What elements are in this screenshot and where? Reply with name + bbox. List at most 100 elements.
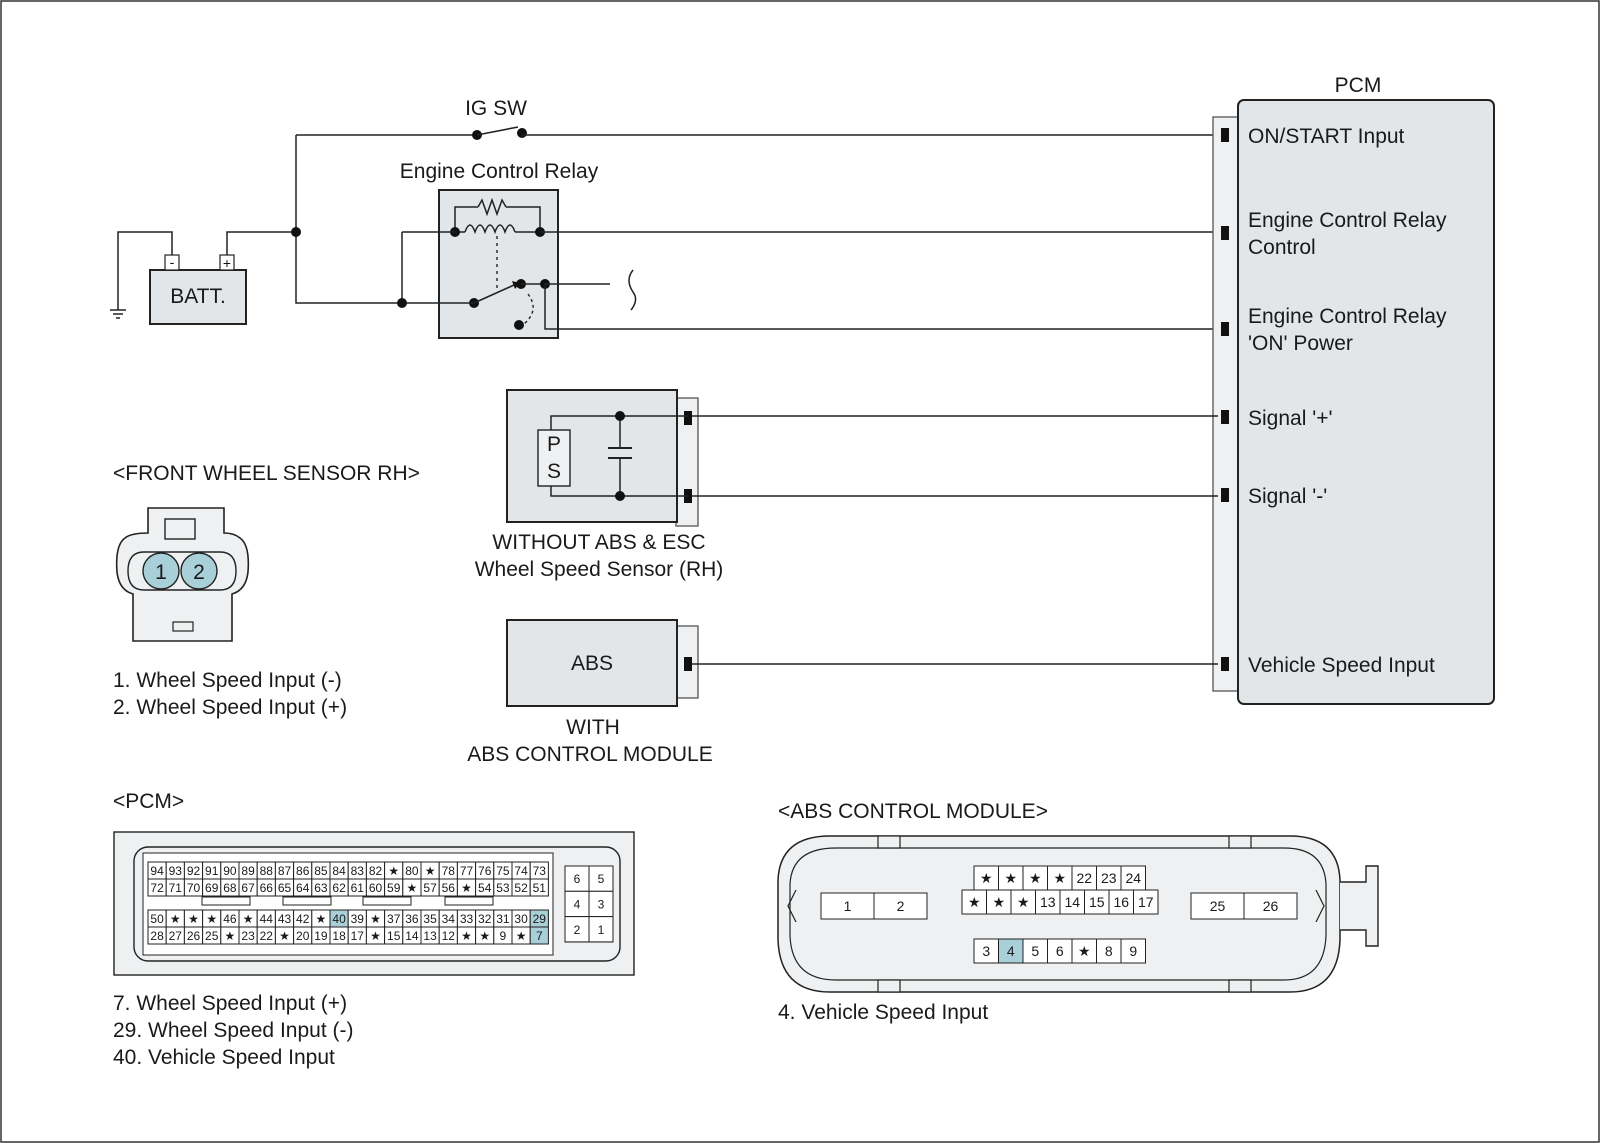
pcm-pin-cell <box>529 878 549 897</box>
pcm-pin-label: 66 <box>260 881 274 895</box>
pcm-side-pin-label: 6 <box>574 872 581 886</box>
abs-pin-cell <box>986 889 1012 915</box>
pcm-pin-label: 86 <box>296 864 310 878</box>
pcm-pin-label: ★ <box>461 929 472 943</box>
abs-connector-title: <ABS CONTROL MODULE> <box>778 800 1048 823</box>
pcm-pin-label: 63 <box>314 881 328 895</box>
abs-pin-label: ★ <box>968 894 981 910</box>
pcm-connector-title: <PCM> <box>113 790 184 813</box>
pcm-pin-label: 83 <box>351 864 365 878</box>
abs-pin-cell <box>973 865 999 891</box>
pcm-pin-label: 51 <box>533 881 547 895</box>
abs-caption-2: ABS CONTROL MODULE <box>467 743 712 766</box>
abs-side-pin-label: 2 <box>897 898 905 914</box>
pcm-input-signal-plus: Signal '+' <box>1248 407 1333 430</box>
engine-control-relay <box>438 189 559 339</box>
pcm-pin-label: 61 <box>351 881 365 895</box>
abs-pin-cell <box>1035 889 1061 915</box>
abs-pin-label: 6 <box>1056 943 1064 959</box>
pcm-side-pin-label: 5 <box>598 872 605 886</box>
pcm-pin-label: 33 <box>460 912 474 926</box>
abs-caption-1: WITH <box>566 716 620 739</box>
pcm-pin-label: 54 <box>478 881 492 895</box>
pcm-side-pin-cell <box>564 865 590 892</box>
pcm-pin-label: 9 <box>500 929 507 943</box>
front-wheel-legend-2: 2. Wheel Speed Input (+) <box>113 696 347 719</box>
pcm-pin-label: 23 <box>241 929 255 943</box>
pcm-pin-label: 42 <box>296 912 310 926</box>
front-wheel-sensor-title: <FRONT WHEEL SENSOR RH> <box>113 462 420 485</box>
ig-sw-label: IG SW <box>465 97 527 120</box>
pcm-pin-label: 29 <box>533 912 547 926</box>
pcm-pin-label: 35 <box>423 912 437 926</box>
abs-pin-label: 16 <box>1113 894 1129 910</box>
abs-pin-label: 24 <box>1125 870 1141 886</box>
abs-pin-cell <box>1108 889 1134 915</box>
pcm-pin-label: 37 <box>387 912 401 926</box>
pcm-pin-label: 28 <box>150 929 164 943</box>
wheel-speed-sensor: P S <box>506 389 699 527</box>
pcm-pin-label: 76 <box>478 864 492 878</box>
pcm-side-pin-label: 2 <box>574 923 581 937</box>
pcm-pin-label: 70 <box>187 881 201 895</box>
pcm-pin-label: 34 <box>442 912 456 926</box>
abs-pin-cell <box>1084 889 1110 915</box>
sensor-caption-1: WITHOUT ABS & ESC <box>492 531 705 554</box>
pcm-pin-label: 71 <box>169 881 183 895</box>
pcm-pin-label: 26 <box>187 929 201 943</box>
pcm-pin-label: ★ <box>370 912 381 926</box>
front-wheel-legend-1: 1. Wheel Speed Input (-) <box>113 669 342 692</box>
pcm-pin-label: 87 <box>278 864 292 878</box>
pcm-pin-label: 27 <box>169 929 183 943</box>
pcm-input-vehicle-speed: Vehicle Speed Input <box>1248 654 1435 677</box>
abs-pin-label: 22 <box>1076 870 1092 886</box>
pcm-legend-3: 40. Vehicle Speed Input <box>113 1046 335 1069</box>
pcm-pin-label: 78 <box>442 864 456 878</box>
abs-pin-cell <box>1120 938 1146 964</box>
pcm-pin-label: 56 <box>442 881 456 895</box>
svg-text:-: - <box>170 254 175 270</box>
ground-icon <box>110 231 173 319</box>
abs-pin-label: 4 <box>1007 943 1015 959</box>
pcm-pin-label: ★ <box>425 864 436 878</box>
pcm-input-ecr-power-1: Engine Control Relay <box>1248 305 1447 328</box>
engine-control-relay-label: Engine Control Relay <box>400 160 599 183</box>
pcm-pin-label: 17 <box>351 929 365 943</box>
abs-pin-cell <box>1047 938 1073 964</box>
abs-side-pin-cell <box>1243 892 1298 920</box>
sensor-p-label: P <box>547 433 561 456</box>
pcm-pin-label: 85 <box>314 864 328 878</box>
pcm-pin-label: 53 <box>496 881 510 895</box>
abs-side-pin-cell <box>820 892 875 920</box>
pcm-pin-label: 19 <box>314 929 328 943</box>
abs-pin-cell <box>1133 889 1159 915</box>
pcm-pin-label: 30 <box>514 912 528 926</box>
pcm-module <box>1212 99 1495 705</box>
wire-break-icon <box>628 269 637 311</box>
front-wheel-pin-2: 2 <box>193 561 205 584</box>
pcm-input-ecr-control-1: Engine Control Relay <box>1248 209 1447 232</box>
abs-module: ABS <box>506 619 699 707</box>
pcm-pin-label: 7 <box>536 929 543 943</box>
pcm-pin-label: 92 <box>187 864 201 878</box>
pcm-side-pin-cell <box>564 916 590 943</box>
abs-pin-label: 15 <box>1089 894 1105 910</box>
pcm-pin-label: 22 <box>260 929 274 943</box>
pcm-pin-label: 91 <box>205 864 219 878</box>
pcm-pin-label: 72 <box>150 881 164 895</box>
abs-pin-cell <box>1120 865 1146 891</box>
pcm-side-pin-label: 4 <box>574 897 581 911</box>
pcm-pin-label: 57 <box>423 881 437 895</box>
pcm-pin-label: 84 <box>332 864 346 878</box>
pcm-pin-label: 15 <box>387 929 401 943</box>
pcm-pin-label: 50 <box>150 912 164 926</box>
abs-pin-label: 3 <box>982 943 990 959</box>
pcm-pin-label: 60 <box>369 881 383 895</box>
pcm-pin-label: 20 <box>296 929 310 943</box>
abs-pin-cell <box>998 938 1024 964</box>
abs-side-pin-label: 26 <box>1263 898 1279 914</box>
pcm-pin-label: 82 <box>369 864 383 878</box>
